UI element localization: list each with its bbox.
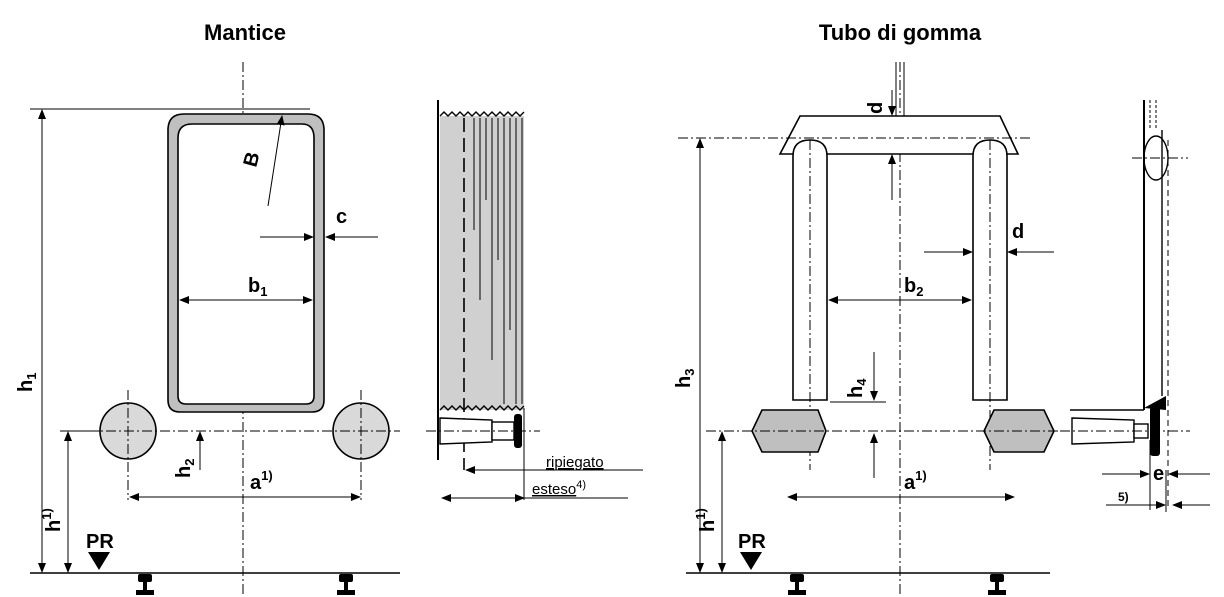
d-top-label: d (865, 102, 887, 114)
right-rail-icon (337, 574, 355, 595)
b2-label: b2 (904, 275, 923, 299)
left-rail-icon (136, 574, 154, 595)
radius-b-line (267, 115, 285, 207)
esteso-label: esteso4) (532, 479, 586, 498)
radius-b-label: B (240, 150, 265, 170)
h3-label: h3 (673, 369, 697, 388)
tube-left-rail-icon (788, 574, 806, 595)
h-label: h1) (39, 508, 65, 532)
tube-side-buffer-icon (1060, 406, 1190, 456)
tube-a-label: a1) (904, 468, 927, 494)
tube-pr-triangle-icon (740, 552, 762, 570)
h2-label: h2 (173, 459, 197, 478)
right-tube (972, 139, 1008, 470)
c-label: c (336, 206, 347, 228)
bellows-frame (167, 113, 325, 413)
h1-label: h1 (15, 373, 39, 392)
a-label: a1) (250, 468, 273, 494)
tube-right-rail-icon (988, 574, 1006, 595)
d-side-label: d (1012, 221, 1024, 243)
pr-triangle-icon (88, 552, 110, 570)
tube-pr-label: PR (738, 531, 766, 553)
tubo-drawing: Tubo di gomma d d b2 h3 (673, 20, 1210, 597)
b1-label: b1 (248, 275, 267, 299)
ripiegato-label: ripiegato (546, 454, 604, 471)
e-label: e (1153, 463, 1164, 485)
mantice-drawing: Mantice h1 B c b1 h2 (15, 20, 643, 597)
tube-side-view (1070, 100, 1188, 510)
tube-h-label: h1) (693, 508, 719, 532)
note5-label: 5) (1118, 490, 1129, 504)
side-buffer-icon (426, 408, 540, 500)
pr-label: PR (86, 531, 114, 553)
tube-top-cap (778, 115, 1020, 155)
mantice-title: Mantice (204, 20, 286, 45)
h4-label: h4 (845, 378, 869, 398)
tubo-title: Tubo di gomma (819, 20, 982, 45)
bellows-side-view (437, 100, 525, 470)
